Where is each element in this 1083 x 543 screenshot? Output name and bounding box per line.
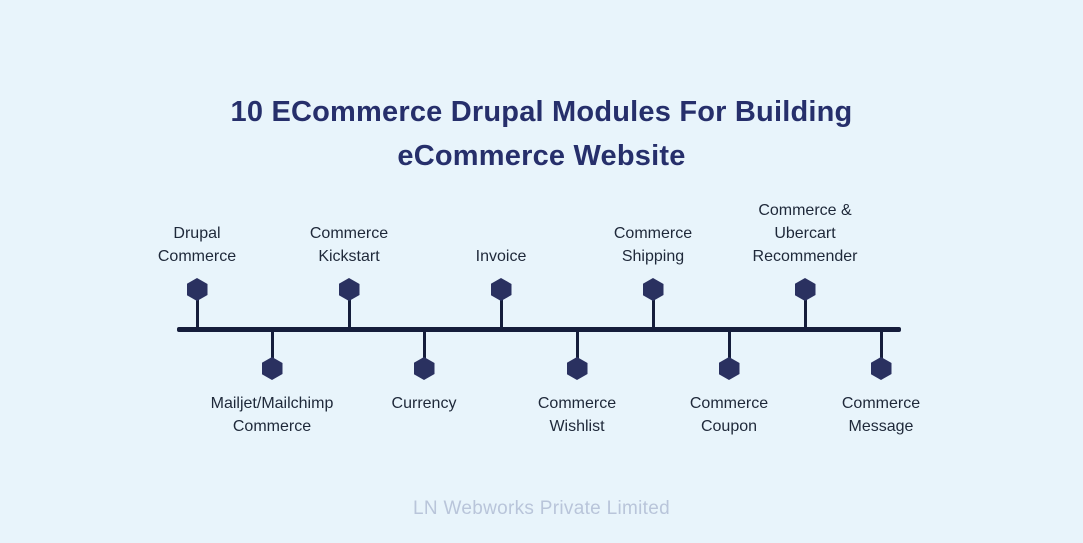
connector-line bbox=[347, 289, 351, 330]
hexagon-marker-icon bbox=[413, 357, 435, 380]
timeline-axis-line bbox=[177, 327, 901, 332]
connector-line bbox=[727, 330, 731, 368]
hexagon-marker-icon bbox=[566, 357, 588, 380]
module-commerce-kickstart: Commerce Kickstart bbox=[239, 195, 459, 330]
module-label: Drupal Commerce bbox=[157, 225, 237, 265]
connector-line bbox=[879, 330, 883, 368]
hexagon-marker-icon bbox=[718, 357, 740, 380]
module-drupal-commerce: Drupal Commerce bbox=[87, 195, 307, 330]
module-commerce-wishlist: Commerce Wishlist bbox=[467, 330, 687, 455]
module-currency: Currency bbox=[314, 330, 534, 455]
hexagon-marker-icon bbox=[186, 278, 208, 301]
module-label: Currency bbox=[391, 395, 457, 412]
hexagon-marker-icon bbox=[642, 278, 664, 301]
module-label: Commerce Message bbox=[841, 395, 921, 435]
hexagon-marker-icon bbox=[794, 278, 816, 301]
module-label: Invoice bbox=[475, 248, 527, 265]
hexagon-marker-icon bbox=[490, 278, 512, 301]
module-label: Commerce Kickstart bbox=[309, 225, 389, 265]
hexagon-marker-icon bbox=[870, 357, 892, 380]
hexagon-marker-icon bbox=[338, 278, 360, 301]
hexagon-marker-icon bbox=[261, 357, 283, 380]
module-label: Commerce Wishlist bbox=[537, 395, 617, 435]
connector-line bbox=[499, 289, 503, 330]
connector-line bbox=[651, 289, 655, 330]
page-title: 10 ECommerce Drupal Modules For Building… bbox=[0, 90, 1083, 178]
module-label: Commerce & Ubercart Recommender bbox=[752, 202, 858, 265]
page-title-line-2: eCommerce Website bbox=[397, 140, 686, 172]
module-mailjet-mailchimp-commerce: Mailjet/Mailchimp Commerce bbox=[162, 330, 382, 455]
module-commerce-message: Commerce Message bbox=[771, 330, 991, 455]
connector-line bbox=[575, 330, 579, 368]
module-label: Commerce Coupon bbox=[689, 395, 769, 435]
module-commerce-shipping: Commerce Shipping bbox=[543, 195, 763, 330]
module-invoice: Invoice bbox=[391, 195, 611, 330]
connector-line bbox=[803, 289, 807, 330]
module-label: Mailjet/Mailchimp Commerce bbox=[210, 395, 334, 435]
module-commerce-ubercart-recommender: Commerce & Ubercart Recommender bbox=[695, 195, 915, 330]
connector-line bbox=[422, 330, 426, 368]
page-title-line-1: 10 ECommerce Drupal Modules For Building bbox=[230, 96, 853, 128]
module-commerce-coupon: Commerce Coupon bbox=[619, 330, 839, 455]
company-watermark: LN Webworks Private Limited bbox=[413, 498, 670, 519]
connector-line bbox=[270, 330, 274, 368]
module-label: Commerce Shipping bbox=[613, 225, 693, 265]
connector-line bbox=[195, 289, 199, 330]
